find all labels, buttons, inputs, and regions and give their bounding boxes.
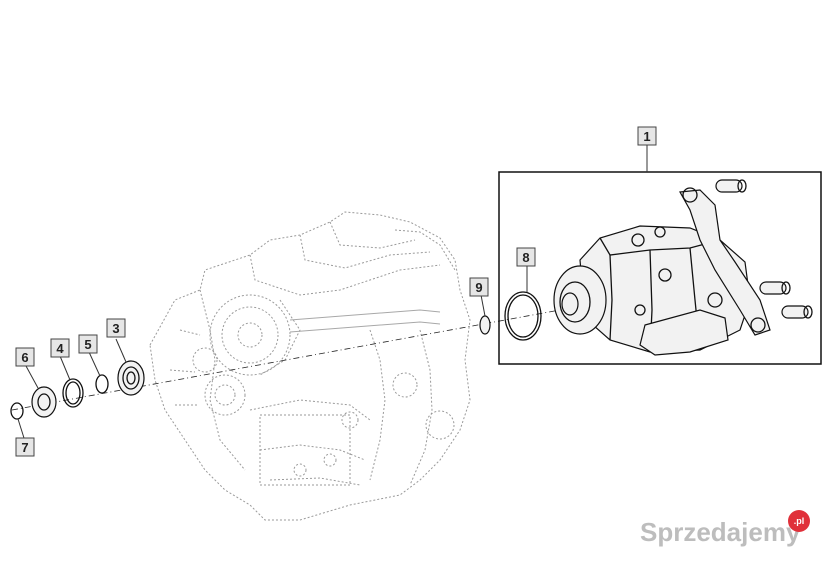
callout-6-label: 6: [21, 350, 28, 365]
callout-8: 8: [516, 247, 536, 267]
part-4-snap-ring: [62, 378, 84, 408]
part-3-bearing: [117, 360, 145, 396]
leader-lines: [17, 145, 648, 439]
watermark-text: Sprzedajemy: [640, 517, 801, 547]
part-9-o-ring: [479, 315, 491, 335]
callout-7: 7: [15, 437, 35, 457]
callout-7-label: 7: [21, 440, 28, 455]
shaft-axis-line: [11, 309, 561, 411]
watermark-badge-label: .pl: [794, 516, 805, 526]
callout-9: 9: [469, 277, 489, 297]
part-1-pump-assembly: [553, 179, 813, 356]
callout-1-label: 1: [643, 129, 650, 144]
transmission-housing-ghost: [149, 211, 471, 521]
watermark-badge-icon: [788, 510, 810, 532]
callout-3: 3: [106, 318, 126, 338]
callout-5: 5: [78, 334, 98, 354]
callout-4-label: 4: [56, 341, 64, 356]
watermark-logo: Sprzedajemy .pl: [640, 510, 810, 547]
callout-1: 1: [637, 126, 657, 146]
callout-4: 4: [50, 338, 70, 358]
callout-8-label: 8: [522, 250, 529, 265]
callout-9-label: 9: [475, 280, 482, 295]
callout-5-label: 5: [84, 337, 91, 352]
bushing-bottom: [781, 305, 813, 319]
bushing-middle: [759, 281, 791, 295]
part-7-small-ring: [10, 402, 24, 420]
part-6-seal-ring: [31, 386, 57, 418]
callout-3-label: 3: [112, 321, 119, 336]
part-5-ring: [95, 374, 109, 394]
assembly-frame: [498, 171, 822, 365]
part-8-seal-ring: [504, 291, 542, 341]
bushing-top: [715, 179, 747, 193]
callout-6: 6: [15, 347, 35, 367]
